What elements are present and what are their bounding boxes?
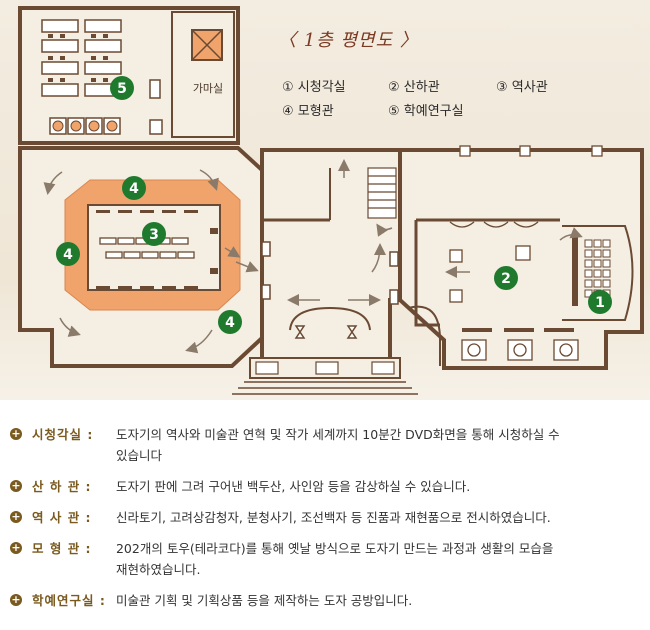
description-research-room: + 학예연구실 : 미술관 기획 및 기획상품 등을 제작하는 도자 공방입니다… xyxy=(10,590,646,611)
marker-1-label: 1 xyxy=(595,295,605,311)
right-hall xyxy=(398,145,644,370)
description-label: 역 사 관 : xyxy=(32,510,92,525)
legend-num: ④ xyxy=(282,104,294,119)
marker-5-label: 5 xyxy=(117,81,127,97)
marker-4b-label: 4 xyxy=(63,247,73,263)
legend-label: 산하관 xyxy=(403,80,440,95)
marker-4c-label: 4 xyxy=(225,315,235,331)
legend-title: 〈 1층 평면도 〉 xyxy=(278,30,419,51)
marker-4a: 4 xyxy=(122,176,146,200)
legend-label: 역사관 xyxy=(511,80,548,95)
research-room xyxy=(18,6,240,145)
legend-item-research-room: ⑤ 학예연구실 xyxy=(388,100,464,119)
plus-bullet-icon: + xyxy=(10,541,22,554)
description-label: 산 하 관 : xyxy=(32,479,92,494)
plus-bullet-icon: + xyxy=(10,427,22,440)
model-hall xyxy=(18,146,264,368)
plus-bullet-icon: + xyxy=(10,510,22,523)
description-text: 도자기의 역사와 미술관 연혁 및 작가 세계까지 10분간 DVD화면을 통해… xyxy=(115,427,560,442)
kiln-room-label: 가마실 xyxy=(193,82,223,95)
description-history-hall: + 역 사 관 : 신라토기, 고려상감청자, 분청사기, 조선백자 등 진품과… xyxy=(10,507,646,528)
entrance xyxy=(232,357,418,395)
legend-num: ③ xyxy=(496,80,508,95)
legend-item-history-hall: ③ 역사관 xyxy=(496,76,548,95)
room-descriptions: + 시청각실 : 도자기의 역사와 미술관 연혁 및 작가 세계까지 10분간 … xyxy=(10,424,646,621)
legend-item-av-room: ① 시청각실 xyxy=(282,76,346,95)
legend-label: 학예연구실 xyxy=(403,104,464,119)
floor-plan-diagram: 5 4 3 4 4 2 1 xyxy=(18,6,644,395)
description-text: 미술관 기획 및 기획상품 등을 제작하는 도자 공방입니다. xyxy=(115,593,413,608)
marker-4a-label: 4 xyxy=(129,181,139,197)
legend-num: ⑤ xyxy=(388,104,400,119)
lobby xyxy=(260,148,402,372)
plus-bullet-icon: + xyxy=(10,479,22,492)
marker-3: 3 xyxy=(142,222,166,246)
description-text-cont: 재현하였습니다. xyxy=(116,562,201,577)
marker-2: 2 xyxy=(494,266,518,290)
description-text: 신라토기, 고려상감청자, 분청사기, 조선백자 등 진품과 재현품으로 전시하… xyxy=(115,510,551,525)
legend-num: ① xyxy=(282,80,294,95)
legend-item-model-hall: ④ 모형관 xyxy=(282,100,334,119)
marker-3-label: 3 xyxy=(149,227,159,243)
plus-bullet-icon: + xyxy=(10,593,22,606)
description-label: 모 형 관 : xyxy=(32,541,92,556)
description-label: 학예연구실 : xyxy=(32,593,106,608)
description-text-cont: 있습니다 xyxy=(116,448,163,463)
description-label: 시청각실 : xyxy=(32,427,94,442)
description-model-hall: + 모 형 관 : 202개의 토우(테라코다)를 통해 옛날 방식으로 도자기… xyxy=(10,538,646,580)
marker-4c: 4 xyxy=(218,310,242,334)
legend-label: 모형관 xyxy=(297,104,334,119)
marker-5: 5 xyxy=(110,76,134,100)
room-markers: 5 4 3 4 4 2 1 xyxy=(56,76,612,334)
legend-item-mountain-hall: ② 산하관 xyxy=(388,76,440,95)
description-mountain-hall: + 산 하 관 : 도자기 판에 그려 구어낸 백두산, 사인암 등을 감상하실… xyxy=(10,476,646,497)
marker-2-label: 2 xyxy=(501,271,511,287)
floor-plan-panel: 5 4 3 4 4 2 1 xyxy=(0,0,650,400)
marker-1: 1 xyxy=(588,290,612,314)
legend-label: 시청각실 xyxy=(297,80,346,95)
description-text: 202개의 토우(테라코다)를 통해 옛날 방식으로 도자기 만드는 과정과 생… xyxy=(115,541,554,556)
marker-4b: 4 xyxy=(56,242,80,266)
legend-num: ② xyxy=(388,80,400,95)
description-av-room: + 시청각실 : 도자기의 역사와 미술관 연혁 및 작가 세계까지 10분간 … xyxy=(10,424,646,466)
description-text: 도자기 판에 그려 구어낸 백두산, 사인암 등을 감상하실 수 있습니다. xyxy=(115,479,471,494)
